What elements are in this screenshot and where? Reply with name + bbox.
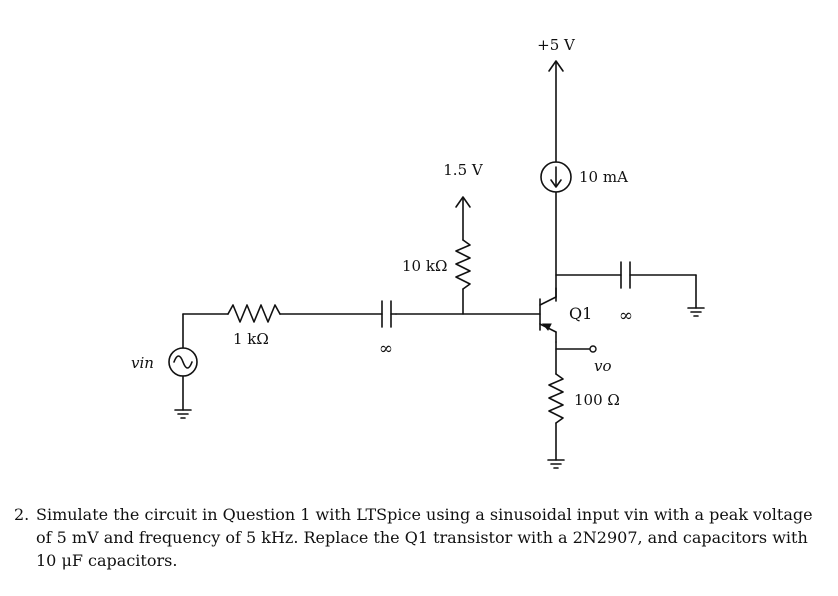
transistor-q1: Q1 xyxy=(539,287,592,343)
output-capacitor: ∞ xyxy=(555,261,697,326)
resistor-10k: 10 kΩ xyxy=(402,239,471,315)
input-label: vin xyxy=(131,354,154,372)
question-body: Simulate the circuit in Question 1 with … xyxy=(36,505,813,570)
question-number: 2. xyxy=(14,505,30,524)
current-source: 10 mA xyxy=(540,161,628,193)
resistor-1k: 1 kΩ xyxy=(182,304,383,348)
circuit-diagram: +5 V 10 mA ∞ Q1 1.5 V xyxy=(131,36,705,469)
input-capacitor-label: ∞ xyxy=(379,339,393,359)
ground-symbol-emitter xyxy=(547,459,565,469)
current-source-label: 10 mA xyxy=(579,168,628,186)
input-source: vin xyxy=(131,347,198,377)
resistor-100: 100 Ω xyxy=(548,373,620,461)
output-label: vo xyxy=(594,357,612,375)
supply-label: +5 V xyxy=(537,36,576,54)
base-bias-terminal: 1.5 V xyxy=(443,161,484,241)
ground-symbol-right xyxy=(687,307,705,317)
output-capacitor-label: ∞ xyxy=(619,306,633,326)
question-text: 2. Simulate the circuit in Question 1 wi… xyxy=(14,503,814,572)
resistor-1k-label: 1 kΩ xyxy=(233,330,269,348)
ground-symbol-left xyxy=(174,409,192,419)
resistor-10k-label: 10 kΩ xyxy=(402,257,447,275)
transistor-label: Q1 xyxy=(569,304,592,323)
base-bias-label: 1.5 V xyxy=(443,161,484,179)
input-capacitor: ∞ xyxy=(379,300,397,359)
output-node: vo xyxy=(555,345,612,375)
resistor-100-label: 100 Ω xyxy=(574,391,620,409)
supply-terminal: +5 V xyxy=(537,36,576,163)
